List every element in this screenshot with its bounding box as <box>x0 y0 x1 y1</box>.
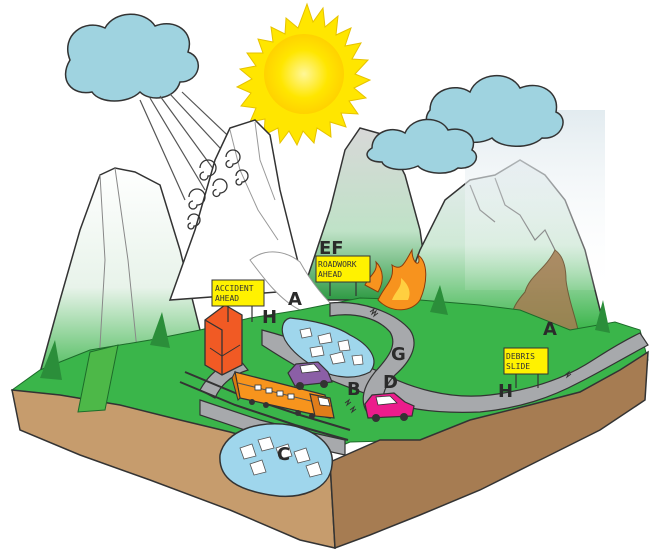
label-h-right: H <box>498 381 513 402</box>
label-a-debris: A <box>543 319 557 340</box>
building <box>205 305 242 375</box>
debris-sign-line2: SLIDE <box>506 362 530 371</box>
label-g: G <box>391 344 406 365</box>
accident-sign-line2: AHEAD <box>215 294 239 303</box>
accident-sign-line1: ACCIDENT <box>215 284 254 293</box>
label-b: B <box>347 379 361 400</box>
label-c: C <box>277 444 290 465</box>
left-cloud <box>66 14 199 101</box>
roadwork-sign-line1: ROADWORK <box>318 260 357 269</box>
label-ef: EF <box>319 238 344 259</box>
label-a-avalanche: A <box>288 289 302 310</box>
label-d: D <box>383 372 398 393</box>
label-h-left: H <box>262 307 277 328</box>
debris-sign-line1: DEBRIS <box>506 352 535 361</box>
roadwork-sign-line2: AHEAD <box>318 270 342 279</box>
